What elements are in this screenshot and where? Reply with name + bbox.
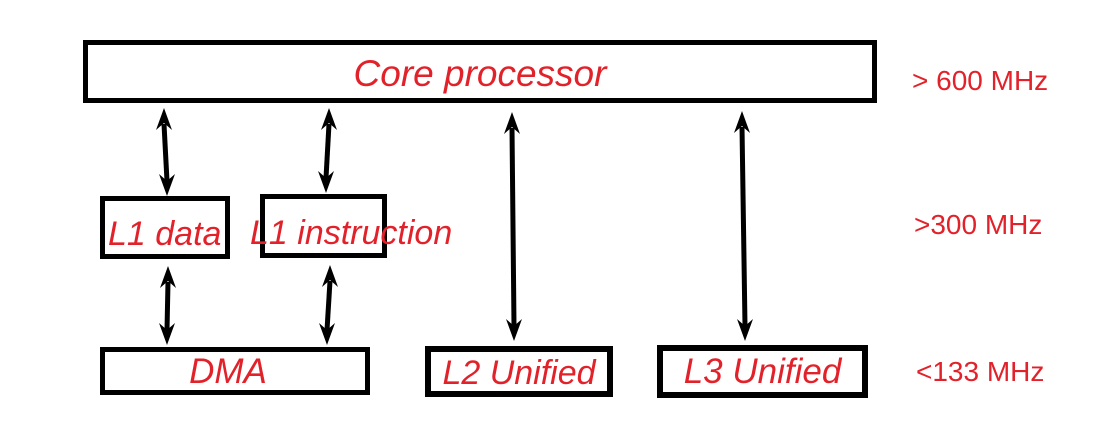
dma-box: DMA: [100, 347, 370, 395]
l2-unified-box: L2 Unified: [425, 346, 613, 397]
l2-unified-label: L2 Unified: [442, 354, 596, 392]
l1-data-box: L1 data: [100, 196, 230, 259]
l3-unified-label: L3 Unified: [683, 352, 842, 391]
frequency-label-core-row: > 600 MHz: [912, 65, 1049, 96]
l3-unified-box: L3 Unified: [657, 345, 868, 398]
core-processor-box: Core processor: [83, 40, 877, 103]
core-processor-label: Core processor: [353, 53, 607, 94]
arrow-core-to-l2: [504, 112, 522, 341]
l1-instruction-box: L1 instruction: [250, 194, 452, 258]
frequency-label-l1-row: >300 MHz: [914, 209, 1043, 240]
arrow-core-to-l3: [734, 111, 753, 341]
frequency-label-bottom-row: <133 MHz: [916, 356, 1045, 387]
arrow-core-to-l1-data: [156, 108, 175, 196]
l1-instruction-label: L1 instruction: [250, 214, 453, 252]
arrow-l1-data-to-dma: [159, 266, 176, 345]
arrow-l1-instruction-to-dma: [319, 265, 338, 345]
dma-label: DMA: [189, 351, 267, 391]
l1-data-label: L1 data: [108, 215, 222, 253]
arrow-core-to-l1-instruction: [318, 108, 337, 193]
